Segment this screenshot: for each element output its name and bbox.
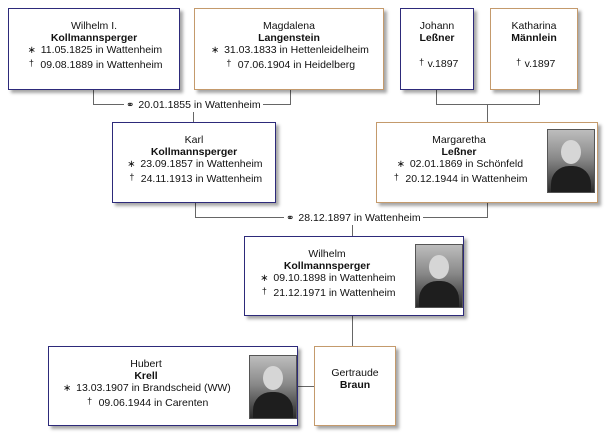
birth-asterisk-icon: ∗ <box>396 159 406 170</box>
marriage-date: 20.01.1855 in Wattenheim <box>138 99 261 111</box>
given-name: Johann <box>419 20 455 32</box>
birth-info: 31.03.1833 in Hettenleidelheim <box>224 44 369 56</box>
given-name: Gertraude <box>331 367 379 379</box>
given-name: Wilhelm <box>308 248 346 260</box>
surname: Braun <box>339 379 371 391</box>
connector-line <box>487 203 488 218</box>
connector-line <box>298 386 314 387</box>
surname: Leßner <box>441 146 477 158</box>
marriage-label-karl-margaretha: ⚭28.12.1897 in Wattenheim <box>284 212 423 225</box>
death-cross-icon: † <box>516 57 522 67</box>
person-card-wilhelm[interactable]: Wilhelm Kollmannsperger ∗ 09.10.1898 in … <box>244 236 464 316</box>
death-cross-icon: † <box>393 172 399 182</box>
person-card-magdalena[interactable]: Magdalena Langenstein ∗ 31.03.1833 in He… <box>194 8 384 90</box>
birth-info: 23.09.1857 in Wattenheim <box>140 158 263 170</box>
surname: Krell <box>134 370 158 382</box>
given-name: Hubert <box>130 358 162 370</box>
death-info: 24.11.1913 in Wattenheim <box>140 173 263 185</box>
death-info: 21.12.1971 in Wattenheim <box>273 287 396 299</box>
birth-asterisk-icon: ∗ <box>210 45 220 56</box>
death-cross-icon: † <box>129 172 135 182</box>
surname: Leßner <box>419 32 455 44</box>
death-info: v.1897 <box>524 58 556 70</box>
connector-line <box>193 104 194 122</box>
birth-info: 13.03.1907 in Brandscheid (WW) <box>76 382 231 394</box>
death-info: 09.08.1889 in Wattenheim <box>40 59 163 71</box>
person-card-katharina[interactable]: Katharina Männlein †v.1897 <box>490 8 578 90</box>
birth-info: 02.01.1869 in Schönfeld <box>409 158 524 170</box>
death-cross-icon: † <box>261 286 267 296</box>
marriage-label-wilhelm-i-magdalena: ⚭20.01.1855 in Wattenheim <box>124 99 263 112</box>
marriage-rings-icon: ⚭ <box>126 100 135 111</box>
person-card-hubert[interactable]: Hubert Krell ∗ 13.03.1907 in Brandscheid… <box>48 346 298 426</box>
person-card-wilhelm-i[interactable]: Wilhelm I. Kollmannsperger ∗ 11.05.1825 … <box>8 8 180 90</box>
portrait-photo[interactable] <box>249 355 297 419</box>
surname: Männlein <box>511 32 557 44</box>
death-cross-icon: † <box>419 57 425 67</box>
portrait-photo[interactable] <box>547 129 595 193</box>
birth-asterisk-icon: ∗ <box>63 383 72 394</box>
connector-line <box>436 104 540 105</box>
death-cross-icon: † <box>87 396 93 406</box>
connector-line <box>487 104 488 122</box>
birth-asterisk-icon: ∗ <box>127 159 136 170</box>
death-cross-icon: † <box>226 58 232 68</box>
death-info: v.1897 <box>427 58 459 70</box>
connector-line <box>195 203 196 218</box>
marriage-rings-icon: ⚭ <box>286 213 295 224</box>
connector-line <box>290 90 291 105</box>
given-name: Karl <box>184 134 204 146</box>
given-name: Katharina <box>511 20 557 32</box>
person-card-karl[interactable]: Karl Kollmannsperger ∗ 23.09.1857 in Wat… <box>112 122 276 203</box>
surname: Langenstein <box>258 32 320 44</box>
birth-info: 09.10.1898 in Wattenheim <box>273 272 396 284</box>
surname: Kollmannsperger <box>283 260 371 272</box>
given-name: Margaretha <box>432 134 486 146</box>
death-cross-icon: † <box>28 58 34 68</box>
given-name: Wilhelm I. <box>70 20 118 32</box>
surname: Kollmannsperger <box>50 32 138 44</box>
marriage-date: 28.12.1897 in Wattenheim <box>298 212 421 224</box>
death-info: 07.06.1904 in Heidelberg <box>237 59 356 71</box>
surname: Kollmannsperger <box>150 146 238 158</box>
connector-line <box>93 90 94 105</box>
death-info: 09.06.1944 in Carenten <box>98 397 209 409</box>
connector-line <box>352 316 353 346</box>
connector-line <box>539 90 540 105</box>
person-card-gertraude[interactable]: Gertraude Braun <box>314 346 396 426</box>
person-card-margaretha[interactable]: Margaretha Leßner ∗ 02.01.1869 in Schönf… <box>376 122 598 203</box>
person-card-johann[interactable]: Johann Leßner †v.1897 <box>400 8 474 90</box>
birth-asterisk-icon: ∗ <box>27 45 37 56</box>
birth-asterisk-icon: ∗ <box>260 273 269 284</box>
connector-line <box>352 217 353 236</box>
portrait-photo[interactable] <box>415 244 463 308</box>
death-info: 20.12.1944 in Wattenheim <box>405 173 528 185</box>
given-name: Magdalena <box>263 20 315 32</box>
connector-line <box>436 90 437 105</box>
birth-info: 11.05.1825 in Wattenheim <box>40 44 163 56</box>
